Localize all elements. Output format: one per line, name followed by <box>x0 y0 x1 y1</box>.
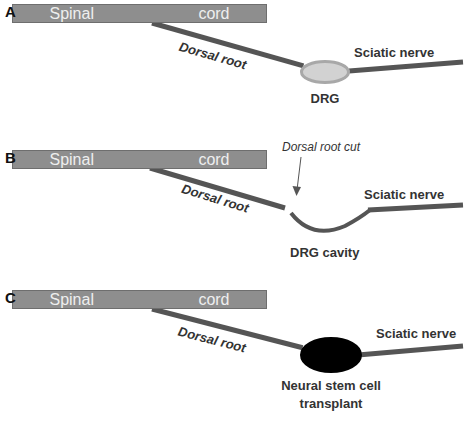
sciatic-nerve-line <box>349 62 463 71</box>
panel-letter: A <box>5 4 16 21</box>
pointer-arrow-head <box>293 186 302 196</box>
sciatic-nerve-line <box>368 205 463 210</box>
nerve-label: Sciatic nerve <box>364 188 444 202</box>
spinal-cord-bar: Spinal cord <box>12 290 267 309</box>
structure-label: DRG <box>280 90 370 108</box>
pointer-arrow-line <box>297 157 301 190</box>
ganglion-ellipse: Neural stem cell transplant <box>300 337 362 373</box>
nerve-label: Sciatic nerve <box>354 46 434 60</box>
structure-label: DRG cavity <box>290 246 359 260</box>
structure-label: Neural stem cell transplant <box>278 377 384 412</box>
ellipse-outline <box>300 337 362 373</box>
ellipse-shape <box>302 62 349 83</box>
sciatic-nerve-line <box>358 346 463 355</box>
ellipse-shape <box>302 339 361 372</box>
cut-label: Dorsal root cut <box>282 141 360 154</box>
ellipse-outline <box>300 60 350 84</box>
drg-cavity-curve <box>291 210 370 231</box>
spinal-cord-bar: Spinal cord <box>12 150 267 169</box>
panel-letter: B <box>5 150 16 167</box>
ganglion-ellipse: DRG <box>300 60 350 84</box>
bar-title: Spinal cord <box>49 292 229 308</box>
spinal-cord-bar: Spinal cord <box>12 4 267 23</box>
panel-letter: C <box>5 290 16 307</box>
bar-title: Spinal cord <box>49 6 229 22</box>
bar-title: Spinal cord <box>49 152 229 168</box>
nerve-label: Sciatic nerve <box>376 327 456 341</box>
